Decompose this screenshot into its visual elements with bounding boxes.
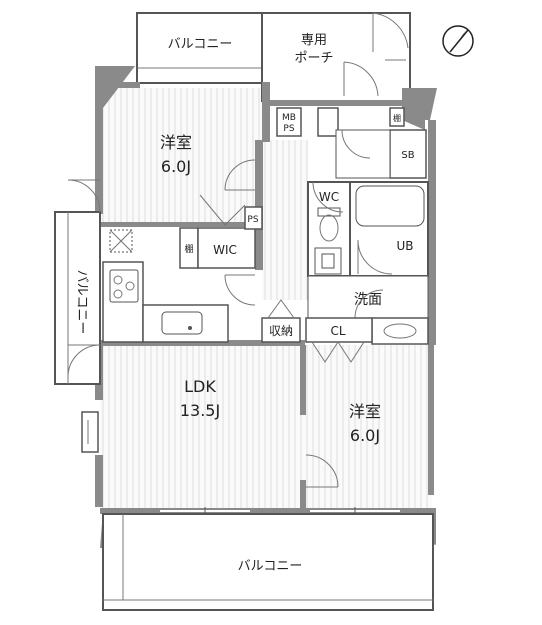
balcony-left-area: バルコニー <box>54 179 101 385</box>
western-room-1-name: 洋室 <box>160 133 192 152</box>
wc-label: WC <box>319 190 339 204</box>
windows-bottom <box>160 507 400 515</box>
unit-bath: UB <box>349 181 429 277</box>
ps-label-mid: PS <box>247 215 258 225</box>
wic-area: 棚 WIC PS <box>109 206 263 306</box>
shelf-mid-label: 棚 <box>184 243 193 255</box>
kitchen <box>102 261 229 343</box>
ub-label: UB <box>396 239 413 253</box>
balcony-top-area: バルコニー <box>136 12 263 84</box>
western-room-2: 洋室 6.0J <box>305 402 381 488</box>
balcony-bottom-label: バルコニー <box>238 559 303 574</box>
sb-label: SB <box>401 150 414 161</box>
mb-label: MB <box>282 113 296 123</box>
western-room-1-size: 6.0J <box>161 157 191 176</box>
wic-label: WIC <box>213 243 237 257</box>
ldk-size: 13.5J <box>180 401 220 420</box>
ps-label-top: PS <box>283 124 294 134</box>
western-room-1: 洋室 6.0J <box>160 133 256 226</box>
utility-closets: MB PS 棚 SB <box>276 107 427 179</box>
storage-label: 収納 <box>269 324 293 338</box>
porch-label-line1: 専用 <box>301 33 327 48</box>
shelf-top-label: 棚 <box>393 113 401 123</box>
balcony-top-label: バルコニー <box>168 37 233 52</box>
north-compass-icon <box>442 25 474 57</box>
western-room-2-size: 6.0J <box>350 426 380 445</box>
washroom: 洗面 <box>307 275 429 345</box>
floor-areas <box>100 88 432 508</box>
washroom-label: 洗面 <box>354 292 382 308</box>
balcony-bottom-area: バルコニー <box>102 513 434 611</box>
side-shelf <box>81 411 99 453</box>
storage-and-closet: 収納 CL <box>261 299 373 363</box>
ldk-name: LDK <box>184 377 216 396</box>
porch-label-line2: ポーチ <box>294 51 333 66</box>
porch-area: 専用 ポーチ <box>261 12 411 102</box>
ldk-room: LDK 13.5J <box>180 377 220 420</box>
balcony-left-label: バルコニー <box>74 270 89 335</box>
wc-room: WC <box>307 181 351 277</box>
western-room-2-name: 洋室 <box>349 402 381 421</box>
cl-label: CL <box>330 324 345 338</box>
